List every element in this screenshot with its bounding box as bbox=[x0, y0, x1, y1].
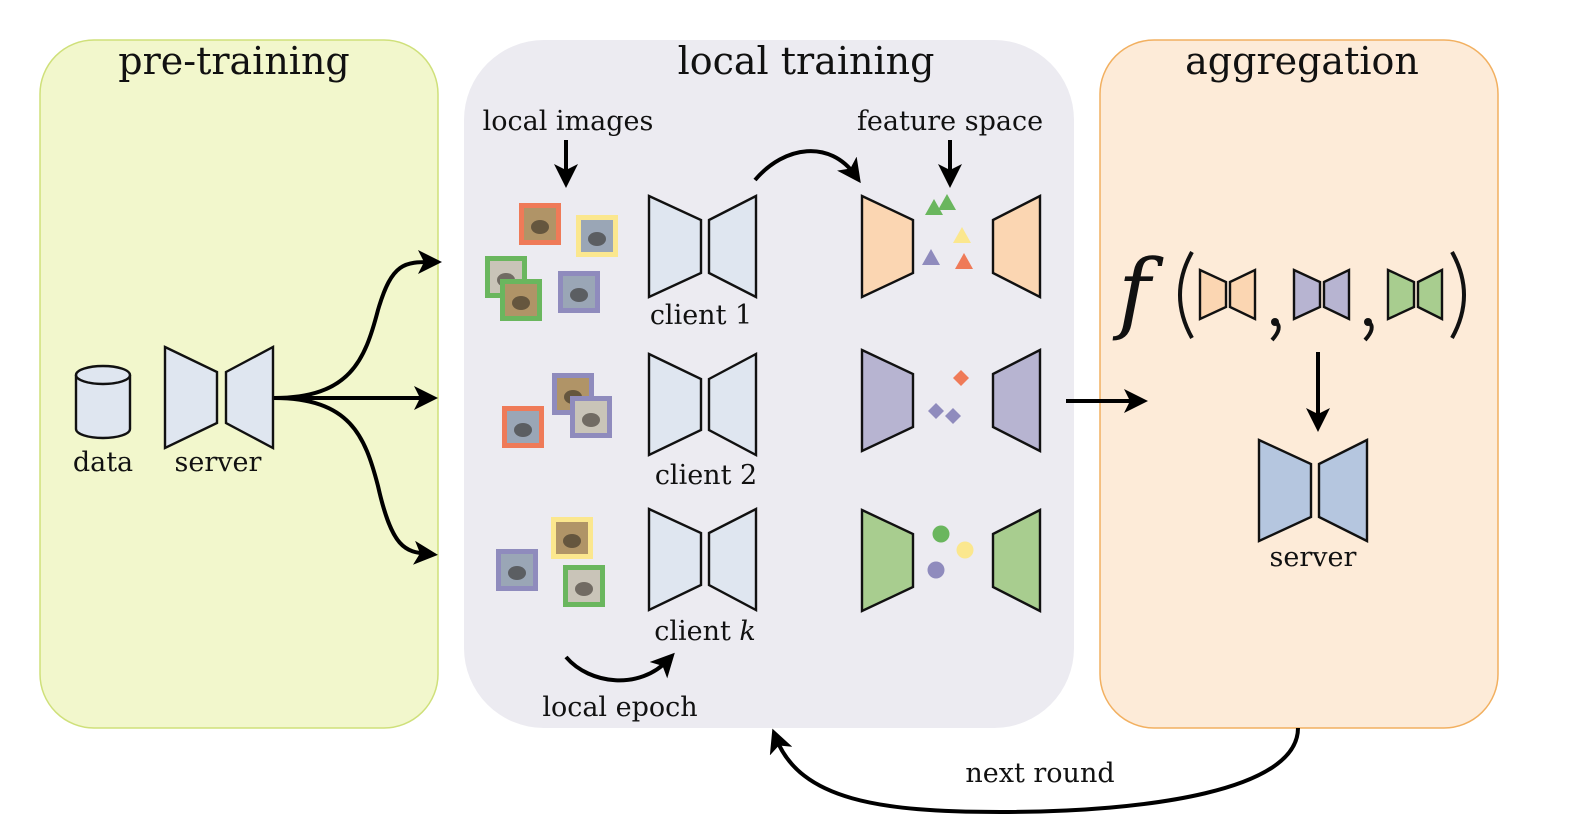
feature-marker-diamond bbox=[953, 370, 969, 386]
client2-label: client 2 bbox=[655, 460, 757, 491]
feature-marker-triangle bbox=[938, 194, 956, 210]
local-epoch-label: local epoch bbox=[542, 692, 697, 723]
clientk-local-images bbox=[496, 517, 605, 607]
pretraining-title: pre-training bbox=[118, 39, 350, 83]
client2-feature-markers bbox=[928, 370, 969, 424]
aggregation-title: aggregation bbox=[1185, 39, 1419, 83]
feature-marker-triangle bbox=[955, 253, 973, 269]
client1-feature-markers bbox=[922, 194, 973, 269]
feature-marker-triangle bbox=[953, 227, 971, 243]
client2-feature-model-icon bbox=[860, 348, 1042, 453]
clientk-label-variable: k bbox=[739, 616, 755, 647]
client2-model-icon bbox=[647, 352, 758, 457]
clientk-feature-model-icon bbox=[860, 508, 1042, 613]
feature-space-label: feature space bbox=[857, 106, 1043, 137]
aggregation-server-label: server bbox=[1270, 542, 1357, 573]
aggregation-panel bbox=[1099, 39, 1499, 729]
image-thumbnail-subject bbox=[588, 232, 606, 246]
image-thumbnail-subject bbox=[514, 423, 532, 437]
clientk-model-icon-small bbox=[1386, 268, 1444, 321]
left-paren bbox=[1178, 251, 1194, 339]
database-icon bbox=[74, 364, 132, 440]
aggregated-server-model-icon bbox=[1257, 438, 1369, 543]
feature-marker-triangle bbox=[922, 249, 940, 265]
clientk-feature-markers bbox=[927, 525, 974, 579]
local-images-label: local images bbox=[483, 106, 654, 137]
image-thumbnail-subject bbox=[563, 534, 581, 548]
image-thumbnail-subject bbox=[575, 582, 593, 596]
clientk-model-icon bbox=[647, 507, 758, 612]
clientk-label-prefix: client bbox=[654, 616, 739, 647]
next-round-arrow bbox=[769, 727, 1300, 815]
feature-extraction-arrow bbox=[753, 149, 861, 184]
pretraining-server-model-icon bbox=[163, 345, 275, 450]
image-thumbnail-subject bbox=[512, 296, 530, 310]
client1-local-images bbox=[485, 203, 618, 321]
local-training-panel bbox=[464, 40, 1074, 728]
image-thumbnail-subject bbox=[582, 413, 600, 427]
clientk-label: client k bbox=[654, 616, 756, 647]
pretraining-server-label: server bbox=[175, 447, 262, 478]
client2-local-images bbox=[502, 373, 612, 448]
feature-marker-triangle bbox=[925, 199, 943, 215]
local-training-title: local training bbox=[678, 39, 935, 83]
local-epoch-arrow bbox=[564, 652, 675, 683]
feature-marker-diamond bbox=[945, 408, 961, 424]
image-thumbnail-subject bbox=[508, 566, 526, 580]
feature-marker-circle bbox=[956, 541, 974, 559]
feature-marker-circle bbox=[932, 525, 950, 543]
client1-label: client 1 bbox=[650, 300, 752, 331]
feature-marker-circle bbox=[927, 561, 945, 579]
client1-feature-model-icon bbox=[860, 194, 1042, 299]
distribution-arrows bbox=[273, 250, 442, 565]
image-thumbnail-subject bbox=[570, 288, 588, 302]
right-paren bbox=[1450, 251, 1466, 339]
image-thumbnail-subject bbox=[531, 220, 549, 234]
client1-model-icon-small bbox=[1198, 268, 1257, 321]
next-round-label: next round bbox=[965, 758, 1114, 789]
feature-marker-diamond bbox=[928, 403, 944, 419]
client1-model-icon bbox=[647, 194, 758, 299]
data-label: data bbox=[73, 447, 133, 478]
client2-model-icon-small bbox=[1292, 268, 1351, 321]
